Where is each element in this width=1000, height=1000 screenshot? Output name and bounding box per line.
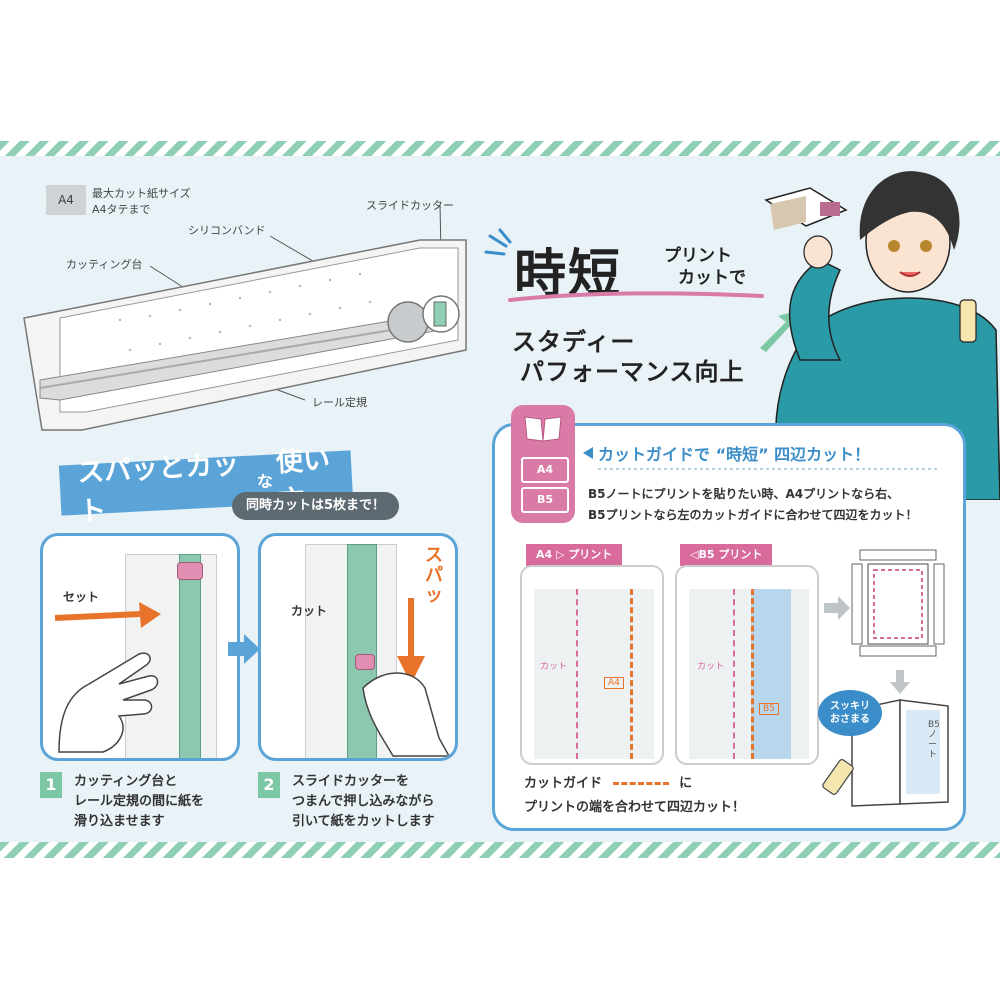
step2-text: スライドカッターを つまんで押し込みながら 引いて紙をカットします [292, 772, 435, 832]
bubble-line1: スッキリ [830, 701, 870, 712]
next-step-arrow-icon [228, 634, 260, 664]
guide-description-line2: B5プリントなら左のカットガイドに合わせて四辺をカット！ [588, 508, 918, 522]
left-triangle-icon [583, 447, 593, 459]
guide-pink-tab: A4 B5 [511, 405, 575, 523]
slide-cutter-label: スライドカッター [366, 199, 454, 212]
step2-number: 2 [258, 772, 280, 798]
b5-notebook-illustration [851, 699, 949, 807]
paper-cutter-illustration [23, 204, 467, 431]
result-arrow-icon [824, 596, 850, 620]
guide-description-line1: B5ノートにプリントを貼りたい時、A4プリントなら右、 [588, 487, 900, 501]
step2-cut-tag: カット [291, 604, 328, 618]
step1-text-line1: カッティング台と [74, 774, 178, 789]
step1-rail [179, 554, 201, 758]
fits-neatly-bubble: スッキリ おさまる [818, 690, 882, 736]
caption-ni: に [679, 776, 693, 791]
a4-card-pink-line [576, 589, 578, 759]
held-booklet [764, 187, 848, 230]
silicon-band-label: シリコンバンド [188, 224, 266, 237]
guide-description: B5ノートにプリントを貼りたい時、A4プリントなら右、 B5プリントなら左のカッ… [588, 484, 918, 526]
step1-panel: セット [40, 533, 240, 761]
hero-subtitle: プリント カットで [664, 245, 746, 289]
trimmed-sheet-illustration [851, 549, 945, 657]
b5-card-cut-label: カット [697, 662, 725, 672]
b5-card-orange-line [751, 589, 754, 759]
step2-panel: カット スパッ [258, 533, 458, 761]
a4-card-cut-label: カット [540, 662, 568, 672]
title-dashed-underline [598, 468, 938, 470]
hand [803, 235, 833, 269]
raised-arm [788, 259, 842, 361]
book-icon [524, 416, 562, 442]
guide-caption-line2: プリントの端を合わせて四辺カット！ [524, 800, 746, 815]
b5-card-tiny-b5: B5 [759, 703, 779, 715]
ribbon-main: スパッとカット [76, 449, 240, 528]
step2-rail [347, 544, 377, 758]
step1-number: 1 [40, 772, 62, 798]
pinching-hand-icon [362, 672, 451, 757]
caption-dashes [612, 782, 669, 785]
b5-card-pink-line [733, 589, 735, 759]
b5-card-blue-strip [751, 589, 791, 759]
step2-text-line2: つまんで押し込みながら [292, 794, 435, 809]
down-arrow-icon [397, 598, 425, 684]
step1-text: カッティング台と レール定規の間に紙を 滑り込ませます [74, 772, 204, 832]
caption-cut-guide: カットガイド [524, 776, 603, 791]
simultaneous-cut-pill: 同時カットは5枚まで！ [232, 492, 400, 520]
tagline-line1: スタディー [512, 328, 636, 356]
slide-cutter-knob [387, 301, 429, 343]
step2-text-line3: 引いて紙をカットします [292, 814, 435, 829]
right-arrow-icon [54, 602, 161, 628]
sparkle-lines-icon [484, 228, 512, 256]
cut-guide-title: カットガイドで “時短” 四辺カット！ [598, 445, 871, 464]
b5-print-tag: ◁B5 プリント [680, 544, 773, 566]
glue-stick [959, 299, 977, 343]
hero-subtitle-line2: カットで [678, 268, 746, 288]
a4-card-orange-line [630, 589, 633, 759]
top-stripe-border [0, 141, 1000, 157]
rail-ruler-label: レール定規 [312, 396, 367, 409]
hero-subtitle-line1: プリント [664, 246, 732, 266]
right-eye [920, 240, 932, 252]
notebook-label: B5ノート [928, 720, 940, 760]
a4-card-tiny-a4: A4 [604, 677, 624, 689]
a4-guide-card: カット A4 [520, 565, 664, 765]
max-size-line1: 最大カット紙サイズ [92, 187, 191, 200]
tagline-line2: パフォーマンス向上 [520, 358, 745, 386]
glue-stick-icon [822, 759, 854, 795]
hero-underline [508, 291, 764, 302]
hand-icon [58, 652, 159, 753]
left-eye [888, 240, 900, 252]
tab-a4-arrow: A4 [521, 457, 569, 483]
a4-card-board [534, 589, 654, 759]
step2-cutter-knob [355, 654, 375, 670]
max-size-line2: A4タテまで [92, 203, 151, 216]
tab-b5-arrow: B5 [521, 487, 569, 513]
step1-set-tag: セット [63, 590, 100, 604]
step1-text-line2: レール定規の間に紙を [74, 794, 205, 809]
mouth [899, 271, 921, 277]
step2-text-line1: スライドカッターを [292, 774, 410, 789]
bubble-line2: おさまる [830, 714, 870, 725]
guide-caption-line1: カットガイド に [524, 772, 692, 791]
step1-text-line3: 滑り込ませます [74, 814, 165, 829]
b5-card-board [689, 589, 809, 759]
max-size-label: 最大カット紙サイズ A4タテまで [92, 186, 191, 218]
down-gray-arrow-icon [890, 670, 910, 694]
size-badge: A4 [46, 185, 86, 215]
a4-print-tag: A4 ▷ プリント [526, 544, 623, 566]
bottom-stripe-border [0, 842, 1000, 858]
hair [859, 171, 960, 250]
cutting-table-label: カッティング台 [66, 258, 143, 271]
step2-sfx: スパッ [425, 545, 443, 606]
cutter-body [23, 239, 467, 431]
step1-cutter-knob [177, 562, 203, 580]
dot-grid [118, 272, 372, 352]
slide-cutter-callout-inner [433, 301, 447, 327]
b5-guide-card: カット B5 [675, 565, 819, 765]
ribbon-small: な [256, 471, 274, 492]
